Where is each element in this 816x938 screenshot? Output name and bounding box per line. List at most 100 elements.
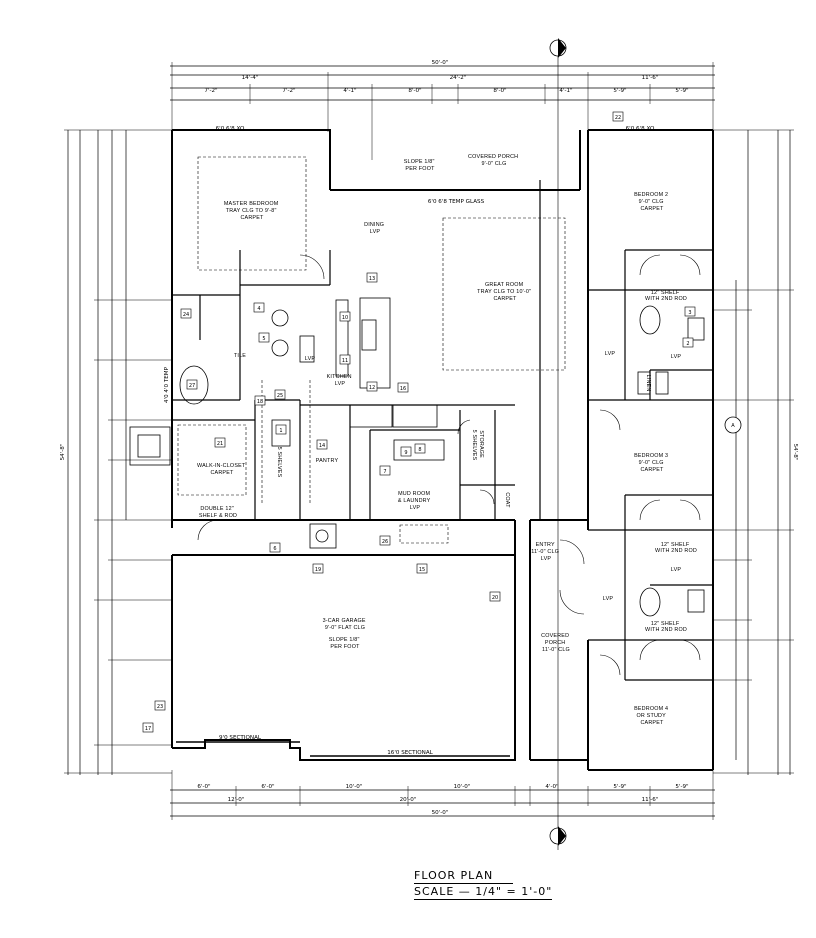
- dim-top: 4'-1": [343, 88, 357, 94]
- fixture-tag: 7: [379, 465, 391, 476]
- dim-bottom-total: 50'-0": [432, 810, 449, 816]
- great-room-label: GREAT ROOM TRAY CLG TO 10'-0" CARPET: [477, 282, 533, 302]
- garage-label: 3-CAR GARAGE 9'-0" FLAT CLG: [323, 618, 368, 631]
- fixture-tag: 10: [339, 311, 351, 322]
- dim-top: 5'-9": [613, 88, 627, 94]
- svg-text:20: 20: [492, 595, 498, 601]
- coat-label: COAT: [504, 492, 510, 508]
- fixture-tag: 3: [684, 306, 696, 317]
- covered-porch-top-label: COVERED PORCH 9'-0" CLG: [468, 154, 520, 167]
- fixture-tag: 11: [339, 354, 351, 365]
- slope-top-label: SLOPE 1/8" PER FOOT: [404, 159, 437, 172]
- title-block: FLOOR PLAN SCALE — 1/4" = 1'-0": [414, 868, 604, 900]
- fixture-tag: 1: [275, 424, 287, 435]
- section-marker-right: A: [724, 416, 742, 434]
- fixture-tags: 2224232719262021145678910111213141516171…: [142, 111, 696, 733]
- dim-bottom: 12'-0": [228, 797, 245, 803]
- bedroom-4-label: BEDROOM 4 OR STUDY CARPET: [634, 706, 670, 726]
- fixture-tag: 14: [316, 439, 328, 450]
- dim-left-total: 54'-8": [60, 443, 66, 460]
- svg-text:24: 24: [183, 312, 189, 318]
- walk-in-closet-label: WALK-IN-CLOSET CARPET: [197, 463, 247, 476]
- fixture-tag: 22: [612, 111, 624, 122]
- plan-title: FLOOR PLAN: [414, 868, 514, 884]
- svg-text:26: 26: [382, 539, 388, 545]
- fixture-tag: 21: [214, 437, 226, 448]
- svg-text:13: 13: [369, 276, 375, 282]
- dim-top: 24'-2": [450, 75, 467, 81]
- svg-text:22: 22: [615, 115, 621, 121]
- svg-text:5: 5: [262, 336, 265, 342]
- lvp-label: LVP: [305, 356, 316, 362]
- svg-text:2: 2: [686, 341, 689, 347]
- lvp-label: LVP: [605, 351, 616, 357]
- fixture-tag: 4: [253, 302, 265, 313]
- svg-text:7: 7: [383, 469, 386, 475]
- dim-bottom: 5'-9": [613, 784, 627, 790]
- svg-text:8: 8: [418, 447, 421, 453]
- dim-top: 4'-1": [559, 88, 573, 94]
- svg-text:16: 16: [400, 386, 406, 392]
- dim-top: 11'-6": [642, 75, 659, 81]
- dim-top: 8'-0": [408, 88, 422, 94]
- fixture-tag: 24: [180, 308, 192, 319]
- svg-text:19: 19: [315, 567, 321, 573]
- svg-text:15: 15: [419, 567, 425, 573]
- svg-text:17: 17: [145, 726, 151, 732]
- bedroom-3-label: BEDROOM 3 9'-0" CLG CARPET: [634, 453, 670, 473]
- shelves-label: 5 SHELVES: [276, 447, 282, 478]
- master-bedroom-label: MASTER BEDROOM TRAY CLG TO 9'-8" CARPET: [224, 201, 280, 221]
- covered-porch-bottom-label: COVERED PORCH 11'-0" CLG: [541, 633, 571, 653]
- svg-text:A: A: [731, 423, 735, 429]
- dim-top: 7'-2": [204, 88, 218, 94]
- door-note: 6'0 6'8 XO: [626, 126, 655, 132]
- window-note: 4'0 4'0 TEMP: [164, 366, 170, 403]
- fixture-tag: 15: [416, 563, 428, 574]
- fixture-tag: 26: [379, 535, 391, 546]
- door-note: 6'0 6'8 XO: [216, 126, 245, 132]
- svg-text:11: 11: [342, 358, 348, 364]
- fixture-tag: 27: [186, 379, 198, 390]
- section-marker-bottom: [549, 826, 567, 846]
- entry-label: ENTRY 11'-0" CLG LVP: [531, 542, 561, 562]
- fixture-tag: 17: [142, 722, 154, 733]
- lvp-label: LVP: [603, 596, 614, 602]
- fixture-tag: 13: [366, 272, 378, 283]
- dim-bottom: 20'-0": [400, 797, 417, 803]
- kitchen-label: KITCHEN LVP: [327, 374, 354, 387]
- svg-text:4: 4: [257, 306, 260, 312]
- lvp-label: LVP: [671, 354, 682, 360]
- bedroom-2-label: BEDROOM 2 9'-0" CLG CARPET: [634, 192, 670, 212]
- dim-top-total: 50'-0": [432, 60, 449, 66]
- shelf-rod-label: 12" SHELF WITH 2ND ROD: [645, 621, 687, 633]
- dim-top: 5'-9": [675, 88, 689, 94]
- svg-text:10: 10: [342, 315, 348, 321]
- dim-top: 7'-2": [282, 88, 296, 94]
- svg-text:9: 9: [404, 450, 407, 456]
- fixture-tag: 16: [397, 382, 409, 393]
- dim-bottom: 10'-0": [346, 784, 363, 790]
- dim-bottom: 6'-0": [261, 784, 275, 790]
- slope-garage-label: SLOPE 1/8" PER FOOT: [329, 637, 362, 650]
- fixture-tag: 18: [254, 395, 266, 406]
- fixture-tag: 5: [258, 332, 270, 343]
- svg-text:6: 6: [273, 546, 276, 552]
- dim-bottom: 11'-6": [642, 797, 659, 803]
- svg-text:12: 12: [369, 385, 375, 391]
- dim-top: 8'-0": [493, 88, 507, 94]
- dim-bottom: 6'-0": [197, 784, 211, 790]
- dining-label: DINING LVP: [364, 222, 386, 235]
- dim-bottom: 4'-0": [545, 784, 559, 790]
- svg-text:23: 23: [157, 704, 163, 710]
- shelf-rod-label: 12" SHELF WITH 2ND ROD: [645, 290, 687, 302]
- fixture-tag: 25: [274, 389, 286, 400]
- tile-label: TILE: [234, 353, 246, 359]
- fixture-tag: 8: [414, 443, 426, 454]
- fixture-tag: 6: [269, 542, 281, 553]
- lvp-label: LVP: [671, 567, 682, 573]
- dim-right-total: 54'-8": [792, 444, 798, 461]
- svg-text:1: 1: [279, 428, 282, 434]
- fixture-tag: 20: [489, 591, 501, 602]
- svg-text:27: 27: [189, 383, 195, 389]
